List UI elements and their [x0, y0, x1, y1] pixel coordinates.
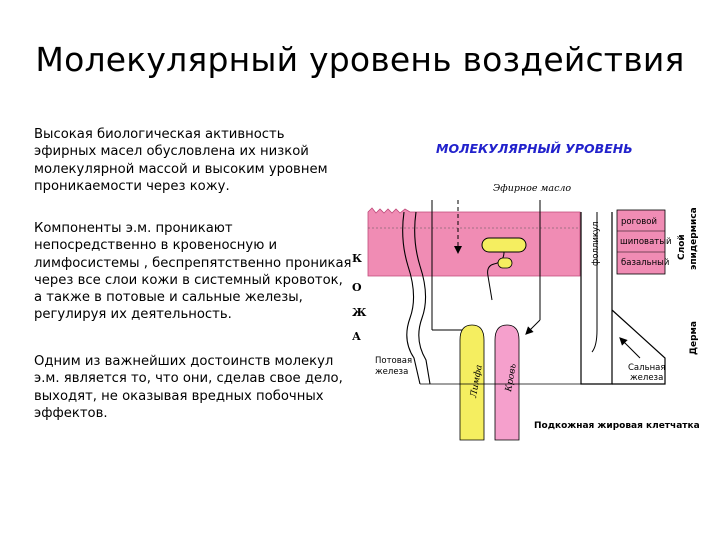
epidermis-label-2: эпидермиса: [689, 207, 699, 270]
text-line: эфирных масел обусловлена их низкой: [34, 144, 309, 160]
paragraph-activity: Высокая биологическая активность эфирных…: [34, 126, 352, 195]
text-line: э.м. является то, что они, сделав свое д…: [34, 371, 343, 387]
paragraph-penetration: Компоненты э.м. проникают непосредственн…: [34, 220, 352, 324]
layer-label-horny: роговой: [621, 217, 657, 227]
sebaceous-label-1: Сальная: [628, 363, 665, 373]
sweat-gland-label-1: Потовая: [375, 356, 412, 366]
side-letter-k: К: [352, 252, 362, 265]
layers-box: [616, 209, 666, 275]
text-line: Высокая биологическая активность: [34, 127, 285, 142]
text-line: Компоненты э.м. проникают: [34, 221, 233, 236]
paragraph-advantages: Одним из важнейших достоинств молекул э.…: [34, 353, 352, 422]
text-line: Одним из важнейших достоинств молекул: [34, 354, 334, 369]
droplet-path: [487, 251, 505, 301]
epidermis-band: [367, 207, 581, 277]
sweat-duct: [402, 211, 421, 385]
text-line: проникаемости через кожу.: [34, 178, 230, 194]
oil-label: Эфирное масло: [493, 183, 571, 194]
diagram-title: МОЛЕКУЛЯРНЫЙ УРОВЕНЬ: [436, 141, 633, 156]
subcutaneous-label: Подкожная жировая клетчатка: [534, 421, 700, 431]
text-line: непосредственно в кровеносную и: [34, 238, 278, 254]
text-line: молекулярной массой и высоким уровнем: [34, 161, 328, 177]
small-droplet: [497, 257, 513, 269]
slide-title: Молекулярный уровень воздействия: [35, 40, 685, 79]
text-line: а также в потовые и сальные железы,: [34, 290, 303, 306]
pathway-to-blood: [525, 319, 541, 335]
text-line: выходят, не оказывая вредных побочных: [34, 388, 324, 404]
blood-vessel: [494, 324, 520, 441]
side-letter-a: А: [352, 330, 361, 343]
oil-droplet: [481, 237, 527, 253]
follicle-label: фолликул: [591, 222, 601, 266]
text-line: регулируя их деятельность.: [34, 307, 232, 323]
side-letter-zh: Ж: [352, 306, 367, 319]
lymph-vessel: [459, 324, 485, 441]
text-line: эффектов.: [34, 405, 108, 421]
epidermis-label-1: Слой: [677, 234, 687, 260]
sweat-duct-wall: [414, 211, 431, 385]
hair-shaft: [591, 212, 598, 353]
text-line: лимфосистемы , беспрепятственно проникая: [34, 255, 352, 271]
sebaceous-arrow: [619, 337, 641, 359]
sebaceous-label-2: железа: [630, 373, 663, 383]
layer-label-basal: базальный: [621, 258, 669, 268]
layer-label-spinous: шиповатый: [620, 237, 671, 247]
side-letter-o: О: [352, 281, 362, 294]
dermis-label: Дерма: [689, 321, 699, 355]
sweat-gland-label-2: железа: [375, 367, 408, 377]
text-line: через все слои кожи в системный кровоток…: [34, 272, 343, 288]
